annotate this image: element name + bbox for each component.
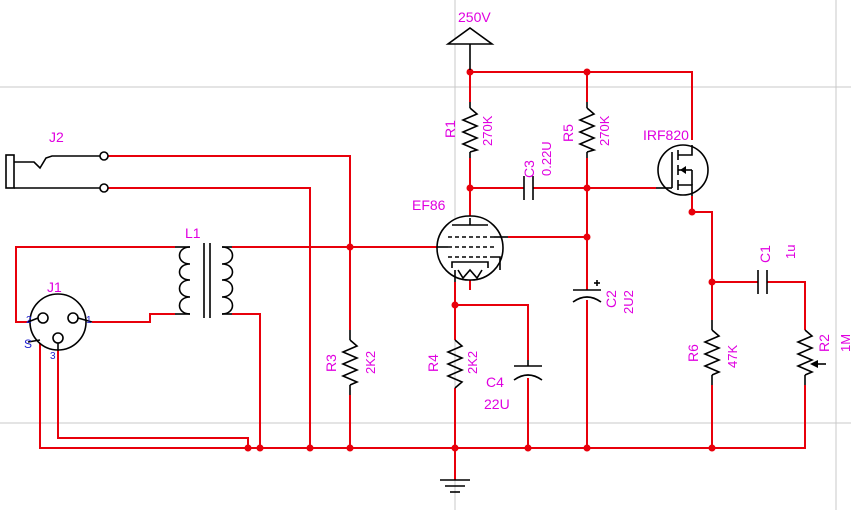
resistor-r1[interactable]: R1 270K [442,102,495,158]
r6-value: 47K [725,345,740,368]
connector-j1[interactable]: J1 2 1 3 S [24,279,93,362]
resistor-r4[interactable]: R4 2K2 [425,339,480,389]
ground-symbol[interactable] [440,479,470,493]
tube-ef86[interactable]: EF86 [412,197,508,282]
transformer-ref: L1 [185,225,201,241]
wires [15,70,806,480]
r3-value: 2K2 [363,351,378,374]
supply-label: 250V [458,9,491,25]
c2-value: 2U2 [621,290,636,314]
r6-ref: R6 [685,344,701,362]
r3-ref: R3 [323,354,339,372]
r5-ref: R5 [560,124,576,142]
capacitor-c2[interactable]: C2 2U2 [572,280,636,314]
supply-symbol[interactable]: 250V [445,9,495,70]
potentiometer-r2[interactable]: R2 1M [795,329,851,385]
j1-pin3: 3 [50,351,56,362]
capacitor-c3[interactable]: C3 0.22U [521,141,554,200]
c1-value: 1u [783,245,798,259]
j1-ref: J1 [47,279,62,295]
c4-ref: C4 [486,374,504,390]
r5-value: 270K [597,115,612,146]
capacitor-c4[interactable]: C4 22U [484,360,543,412]
j1-pin-s: S [24,337,32,351]
j2-ref: J2 [49,129,64,145]
mosfet-irf820[interactable]: IRF820 [643,127,709,196]
capacitor-c1[interactable]: C1 1u [757,245,798,294]
r2-ref: R2 [816,334,832,352]
c1-ref: C1 [757,245,773,263]
tube-ref: EF86 [412,197,446,213]
r1-ref: R1 [442,120,458,138]
resistor-r3[interactable]: R3 2K2 [323,330,378,395]
c2-ref: C2 [603,290,619,308]
r2-value: 1M [838,334,851,352]
resistor-r6[interactable]: R6 47K [685,320,740,385]
c4-value: 22U [484,396,510,412]
c3-ref: C3 [521,160,537,178]
r1-value: 270K [480,115,495,146]
transformer-l1[interactable]: L1 [175,225,234,318]
jack-j2[interactable]: J2 [5,129,109,193]
resistor-r5[interactable]: R5 270K [560,102,612,158]
j1-pin2: 2 [26,315,32,326]
r4-ref: R4 [425,354,441,372]
mosfet-ref: IRF820 [643,127,689,143]
j1-pin1: 1 [86,315,92,326]
c3-value: 0.22U [539,141,554,176]
r4-value: 2K2 [465,351,480,374]
junctions [244,68,716,452]
